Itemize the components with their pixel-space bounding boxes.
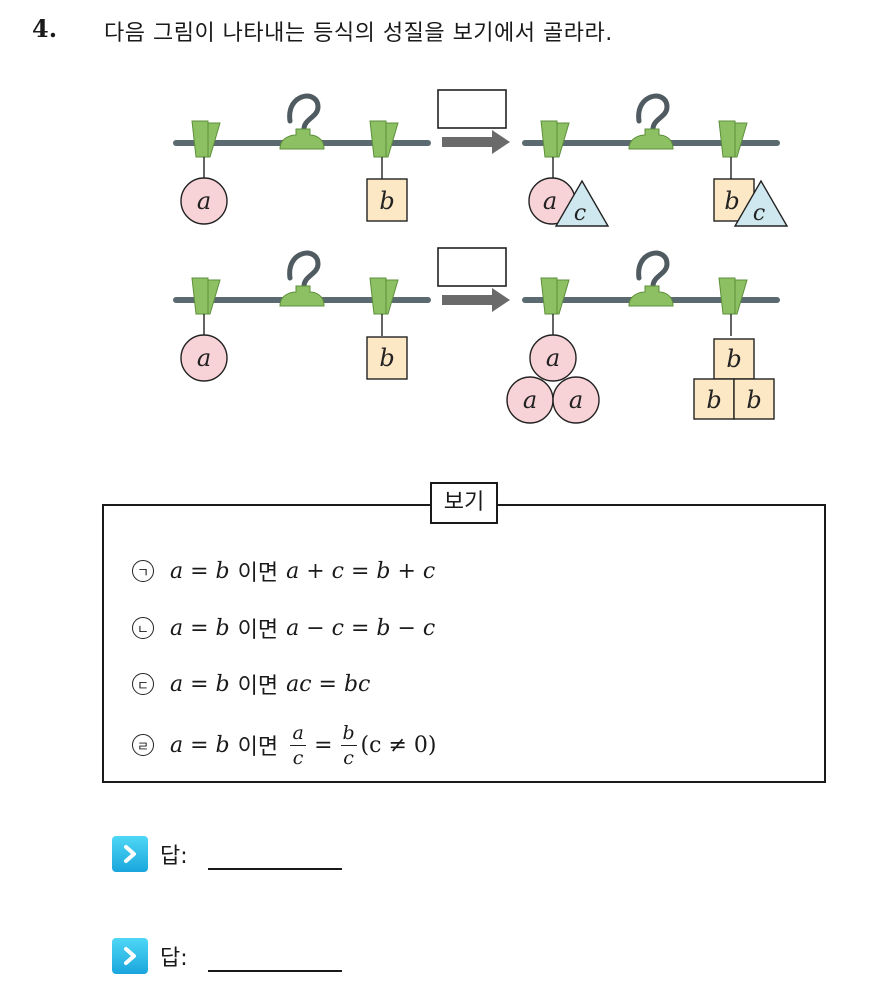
option-result: ac = bc bbox=[286, 671, 371, 697]
option-result: a + c = b + c bbox=[286, 558, 436, 584]
option-condition-tail: (c ≠ 0) bbox=[360, 732, 437, 758]
bogi-option-3: ㄷ a = b 이면 ac = bc bbox=[132, 666, 370, 702]
row1-after-right-b: b bbox=[724, 187, 739, 215]
fraction-bar bbox=[340, 744, 357, 746]
chevron-right-icon bbox=[112, 938, 148, 974]
fraction-denominator: c bbox=[292, 746, 304, 769]
chevron-right-icon bbox=[112, 836, 148, 872]
option-word: 이면 bbox=[237, 735, 279, 760]
option-word: 이면 bbox=[237, 674, 279, 699]
option-mark: ㄱ bbox=[132, 560, 154, 582]
row1-left-weight: a bbox=[197, 187, 211, 215]
option-result: a − c = b − c bbox=[286, 615, 436, 641]
row1-after-left-c: c bbox=[574, 201, 586, 226]
equation-property-figure: a b a c b c a b a a a b b bbox=[0, 89, 789, 424]
fraction-denominator: c bbox=[343, 746, 354, 769]
hanger-row1-after: a c b c bbox=[525, 96, 789, 227]
row2-after-left-a3: a bbox=[569, 386, 583, 414]
answer-label: 답: bbox=[160, 946, 188, 971]
fraction-bar bbox=[290, 744, 307, 746]
row1-right-weight: b bbox=[379, 187, 394, 215]
row2-right-weight: b bbox=[379, 344, 394, 372]
bogi-option-1: ㄱ a = b 이면 a + c = b + c bbox=[132, 553, 435, 589]
equals-sign: = bbox=[314, 732, 333, 758]
bogi-title: 보기 bbox=[430, 482, 498, 524]
option-word: 이면 bbox=[237, 561, 279, 586]
option-condition: a = b bbox=[170, 615, 230, 641]
option-mark: ㄴ bbox=[132, 617, 154, 639]
bogi-option-2: ㄴ a = b 이면 a − c = b − c bbox=[132, 610, 435, 646]
row2-after-left-a1: a bbox=[546, 344, 560, 372]
answer-row-1: 답: bbox=[112, 836, 342, 872]
row2-after-left-a2: a bbox=[523, 386, 537, 414]
hanger-row2-after: a a a b b b bbox=[506, 253, 777, 424]
bogi-option-4: ㄹ a = b 이면 a c = b c (c ≠ 0) bbox=[132, 720, 436, 770]
arrow-row2 bbox=[437, 247, 511, 313]
answer-blank[interactable] bbox=[207, 838, 342, 870]
answer-label: 답: bbox=[160, 844, 188, 869]
arrow-row1 bbox=[437, 89, 511, 155]
answer-row-2: 답: bbox=[112, 938, 342, 974]
question-text: 다음 그림이 나타내는 등식의 성질을 보기에서 골라라. bbox=[104, 21, 613, 46]
fraction-numerator: a bbox=[292, 721, 304, 744]
fraction-right: b c bbox=[340, 721, 357, 769]
fraction-numerator: b bbox=[342, 721, 355, 744]
hanger-row2-before: a b bbox=[176, 253, 428, 382]
row2-after-right-b1: b bbox=[726, 345, 741, 373]
question-number: 4. bbox=[32, 14, 58, 43]
option-mark: ㄷ bbox=[132, 673, 154, 695]
answer-blank[interactable] bbox=[207, 940, 342, 972]
row1-after-left-a: a bbox=[543, 187, 557, 215]
option-word: 이면 bbox=[237, 618, 279, 643]
option-condition: a = b bbox=[170, 732, 230, 758]
fraction-left: a c bbox=[290, 721, 307, 769]
option-condition: a = b bbox=[170, 671, 230, 697]
option-mark: ㄹ bbox=[132, 734, 154, 756]
row2-after-right-b3: b bbox=[746, 386, 761, 414]
option-condition: a = b bbox=[170, 558, 230, 584]
row2-after-right-b2: b bbox=[706, 386, 721, 414]
row2-left-weight: a bbox=[197, 344, 211, 372]
row1-after-right-c: c bbox=[753, 201, 765, 226]
hanger-row1-before: a b bbox=[176, 96, 428, 225]
